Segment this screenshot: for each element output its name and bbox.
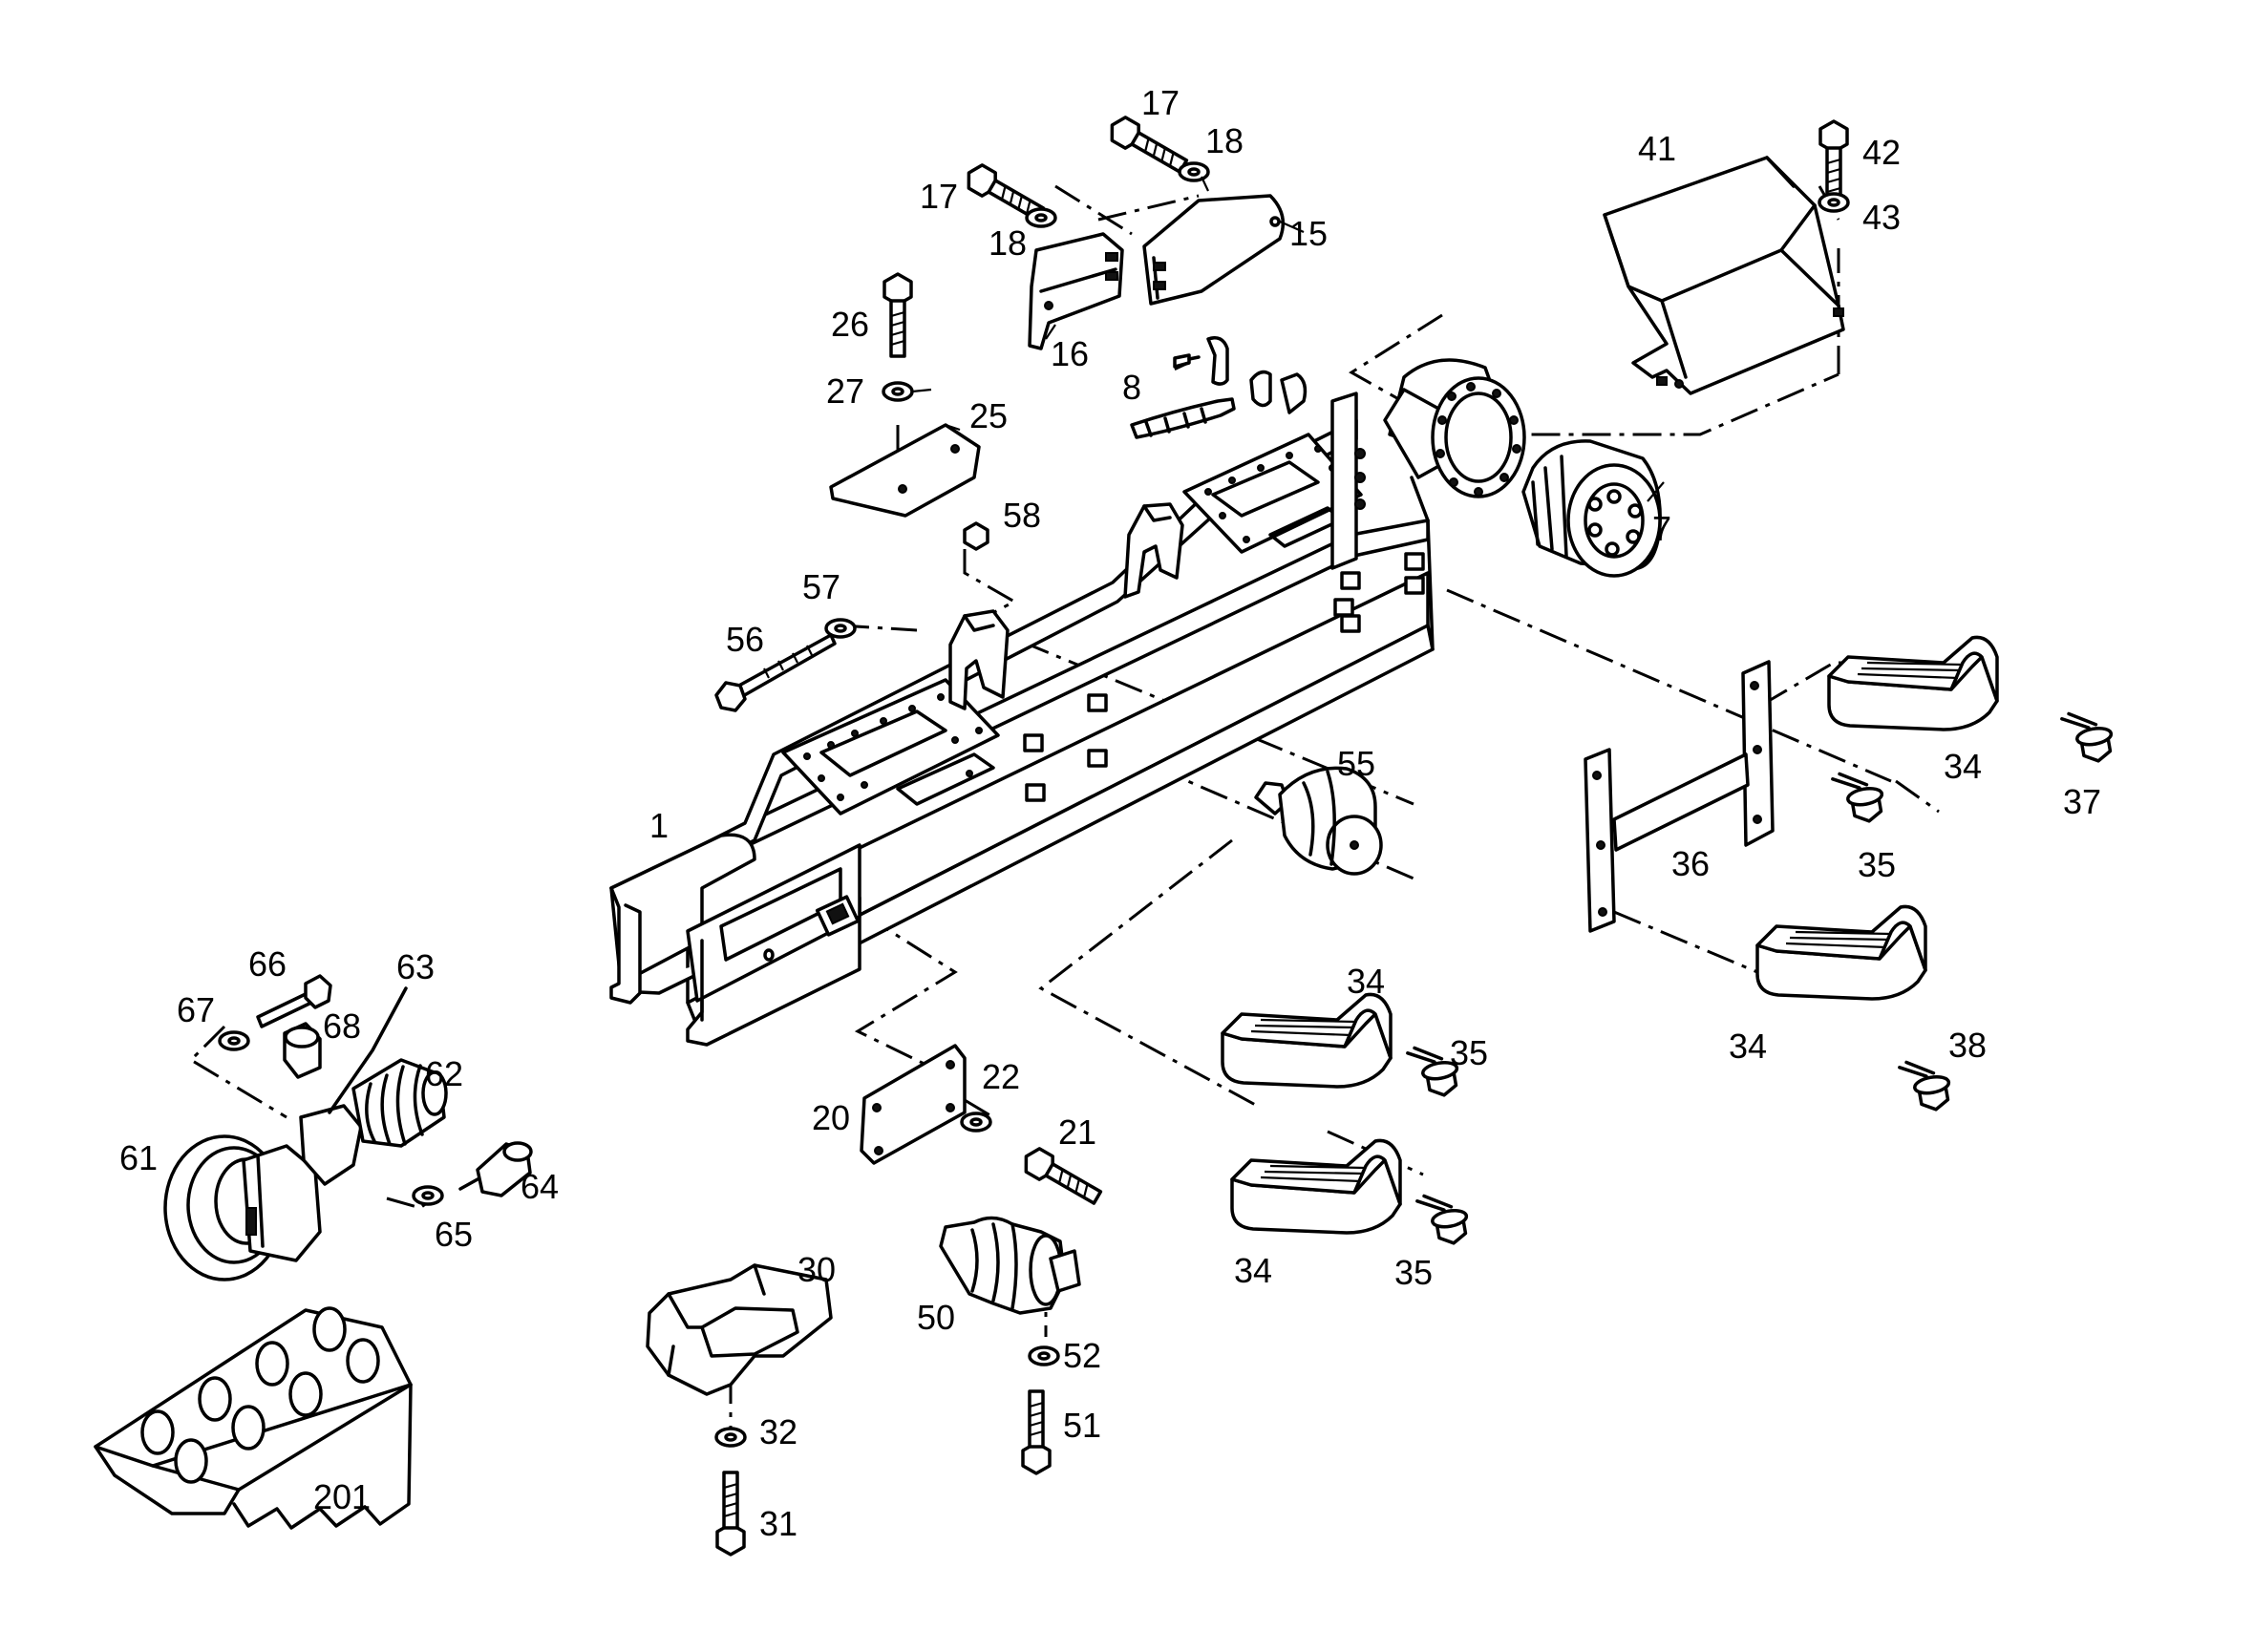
- callout-17-left: 17: [920, 177, 958, 216]
- callout-27: 27: [826, 371, 864, 411]
- callout-37: 37: [2063, 782, 2101, 821]
- callout-labels: 1 7 8 15 16 17 17 18 18 20 21 22 25 26 2…: [119, 83, 2101, 1543]
- final-drive-hub: [1521, 439, 1662, 578]
- bolt-56: [714, 633, 837, 712]
- callout-15: 15: [1289, 214, 1328, 253]
- washer-52: [1028, 1345, 1060, 1366]
- callout-65: 65: [435, 1215, 473, 1254]
- callout-21: 21: [1058, 1112, 1096, 1152]
- guard-cover: [1603, 156, 1845, 395]
- yoke-63: [299, 986, 408, 1186]
- callout-201: 201: [313, 1477, 371, 1516]
- washer-18-left: [1025, 207, 1057, 228]
- callout-35-right: 35: [1858, 845, 1896, 884]
- carrier-roller-55: [1254, 766, 1383, 876]
- leader-lines: [911, 176, 1665, 502]
- track-pad-center: [1221, 992, 1393, 1089]
- callout-50: 50: [917, 1298, 955, 1337]
- callout-35-center: 35: [1450, 1033, 1488, 1072]
- callout-52: 52: [1063, 1336, 1101, 1375]
- callout-64: 64: [521, 1167, 559, 1206]
- bolt-51: [1021, 1389, 1052, 1475]
- callout-42: 42: [1862, 133, 1901, 172]
- bolt-17-right: [1103, 112, 1192, 180]
- bolt-37: [2059, 705, 2117, 768]
- bolt-35-bottom: [1414, 1187, 1473, 1250]
- cover-plate-16: [1028, 232, 1124, 350]
- washer-43: [1818, 192, 1850, 213]
- track-pad-upper: [1827, 635, 1999, 731]
- callout-38: 38: [1948, 1026, 1987, 1065]
- bracket-36: [1584, 660, 1775, 933]
- callout-26: 26: [831, 305, 869, 344]
- callout-61: 61: [119, 1138, 158, 1177]
- cover-plate-20: [860, 1044, 967, 1165]
- callout-36: 36: [1671, 844, 1710, 883]
- callout-68: 68: [323, 1006, 361, 1046]
- callout-30: 30: [797, 1250, 836, 1289]
- bolt-66: [256, 974, 332, 1028]
- callout-67: 67: [177, 990, 215, 1029]
- callout-55: 55: [1337, 744, 1375, 783]
- callout-34-upper: 34: [1944, 747, 1982, 786]
- callout-31: 31: [759, 1504, 797, 1543]
- grease-hose: [1130, 336, 1308, 439]
- callout-58: 58: [1003, 496, 1041, 535]
- callout-25: 25: [969, 396, 1008, 435]
- recoil-spring-62: [351, 1058, 448, 1148]
- callout-1: 1: [649, 806, 669, 845]
- callout-43: 43: [1862, 198, 1901, 237]
- bolt-26: [882, 272, 913, 358]
- nut-58: [963, 521, 989, 551]
- callout-56: 56: [726, 620, 764, 659]
- callout-34-lower: 34: [1729, 1027, 1767, 1066]
- callout-34-center: 34: [1347, 962, 1385, 1001]
- callout-51: 51: [1063, 1406, 1101, 1445]
- washer-22: [960, 1112, 992, 1133]
- callout-32: 32: [759, 1412, 797, 1451]
- callout-8: 8: [1122, 368, 1141, 407]
- mounting-plate-25: [829, 423, 981, 518]
- callout-35-bottom: 35: [1394, 1253, 1433, 1292]
- callout-17-right: 17: [1141, 83, 1180, 122]
- callout-18-right: 18: [1205, 121, 1244, 160]
- callout-62: 62: [425, 1054, 463, 1093]
- track-pad-lower-right: [1755, 904, 1927, 1001]
- callout-18-left: 18: [989, 223, 1027, 263]
- bolt-31: [715, 1471, 746, 1557]
- bushing-68: [283, 1022, 322, 1079]
- callout-57: 57: [802, 567, 840, 606]
- roller-guard-30: [646, 1263, 833, 1396]
- grease-fitting-64: [458, 1141, 533, 1197]
- track-pad-bottom: [1230, 1138, 1402, 1235]
- bolt-42: [1818, 119, 1849, 205]
- bolt-21: [1017, 1143, 1106, 1211]
- washer-32: [714, 1427, 747, 1448]
- track-roller-50: [939, 1216, 1081, 1315]
- callout-34-bottom: 34: [1234, 1251, 1272, 1290]
- callout-63: 63: [396, 947, 435, 986]
- callout-41: 41: [1638, 129, 1676, 168]
- callout-66: 66: [248, 944, 287, 984]
- washer-18-right: [1178, 161, 1210, 182]
- bolt-38: [1897, 1053, 1955, 1116]
- callout-16: 16: [1051, 334, 1089, 373]
- callout-7: 7: [1652, 509, 1671, 548]
- track-frame: [609, 358, 1526, 1047]
- track-chain-201: [94, 1306, 413, 1530]
- cover-plate-15: [1142, 194, 1286, 306]
- idler-wheel-61: [163, 1134, 322, 1281]
- washer-67: [218, 1030, 250, 1051]
- callout-20: 20: [812, 1098, 850, 1137]
- washer-27: [882, 381, 914, 402]
- callout-22: 22: [982, 1057, 1020, 1096]
- washer-65: [412, 1185, 444, 1206]
